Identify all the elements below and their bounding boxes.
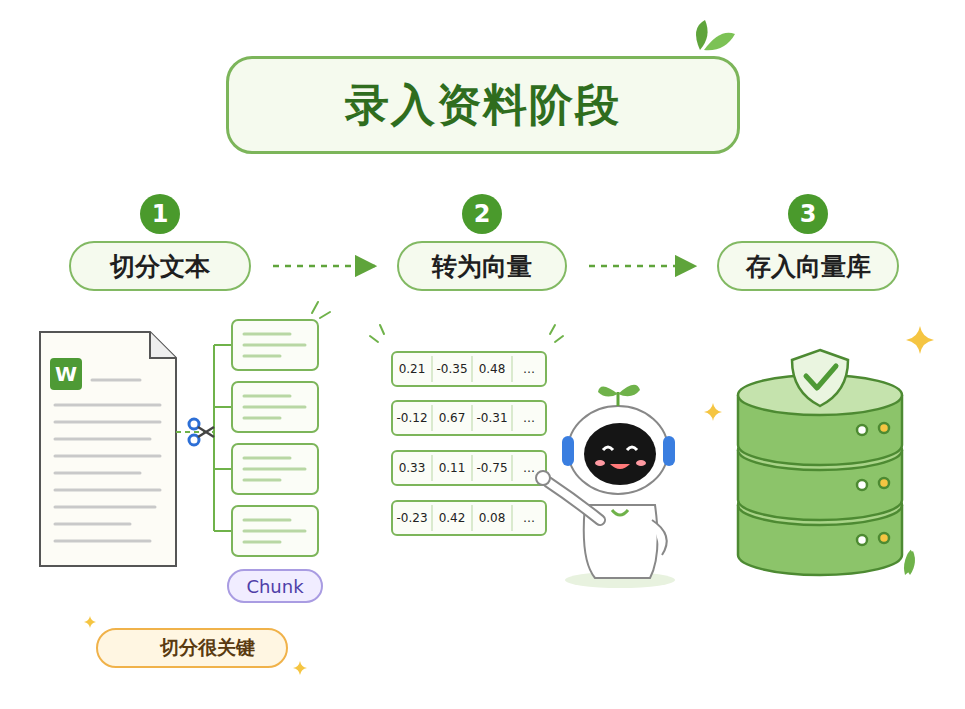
node-text: 存入向量库 (746, 250, 871, 283)
word-icon-letter: W (55, 362, 77, 386)
vector-value: 0.33 (399, 461, 426, 475)
leaf (901, 549, 919, 575)
sparkle (906, 326, 934, 354)
vector-value: -0.35 (436, 362, 467, 376)
vector-value: 0.08 (479, 511, 506, 525)
vector-value: … (523, 362, 535, 376)
title: 录入资料阶段 (345, 76, 621, 135)
scissors-icon (189, 419, 214, 445)
vector-value: … (523, 511, 535, 525)
title-box: 录入资料阶段 (226, 56, 740, 154)
vector-cell-dividers (432, 356, 512, 531)
emphasis-ticks (370, 325, 563, 342)
robot-mascot (536, 385, 675, 588)
chunk-boxes (232, 302, 330, 556)
step-number: 3 (788, 194, 828, 234)
note-badge: 切分很关键 (96, 628, 288, 668)
chunk-tag: Chunk (227, 569, 323, 603)
document-icon (40, 332, 176, 566)
vector-value: -0.31 (476, 411, 507, 425)
node-text: 转为向量 (432, 250, 532, 283)
node-text: 1 (152, 200, 169, 228)
node-text: 切分很关键 (160, 635, 255, 661)
step-pill: 存入向量库 (717, 241, 899, 291)
node-text: 切分文本 (110, 250, 210, 283)
vector-value: 0.21 (399, 362, 426, 376)
step-number: 1 (140, 194, 180, 234)
vector-value: -0.12 (396, 411, 427, 425)
vector-rows (392, 352, 546, 535)
step-number: 2 (462, 194, 502, 234)
vector-value: 0.42 (439, 511, 466, 525)
vector-value: -0.23 (396, 511, 427, 525)
vector-value: … (523, 461, 535, 475)
node-text: 3 (800, 200, 817, 228)
step-pill: 转为向量 (397, 241, 567, 291)
sparkle (84, 616, 96, 628)
vector-value: 0.67 (439, 411, 466, 425)
vector-value: 0.48 (479, 362, 506, 376)
node-text: Chunk (246, 576, 303, 597)
node-text: 2 (474, 200, 491, 228)
sparkle (704, 403, 722, 421)
cut-connectors (176, 345, 232, 531)
title-sprout (696, 20, 735, 50)
vector-value: -0.75 (476, 461, 507, 475)
step-pill: 切分文本 (69, 241, 251, 291)
vector-value: 0.11 (439, 461, 466, 475)
sparkle (293, 661, 307, 675)
dashed-arrow (273, 265, 375, 268)
shield-check (792, 350, 848, 406)
vector-value: … (523, 411, 535, 425)
dashed-arrow (589, 265, 695, 268)
